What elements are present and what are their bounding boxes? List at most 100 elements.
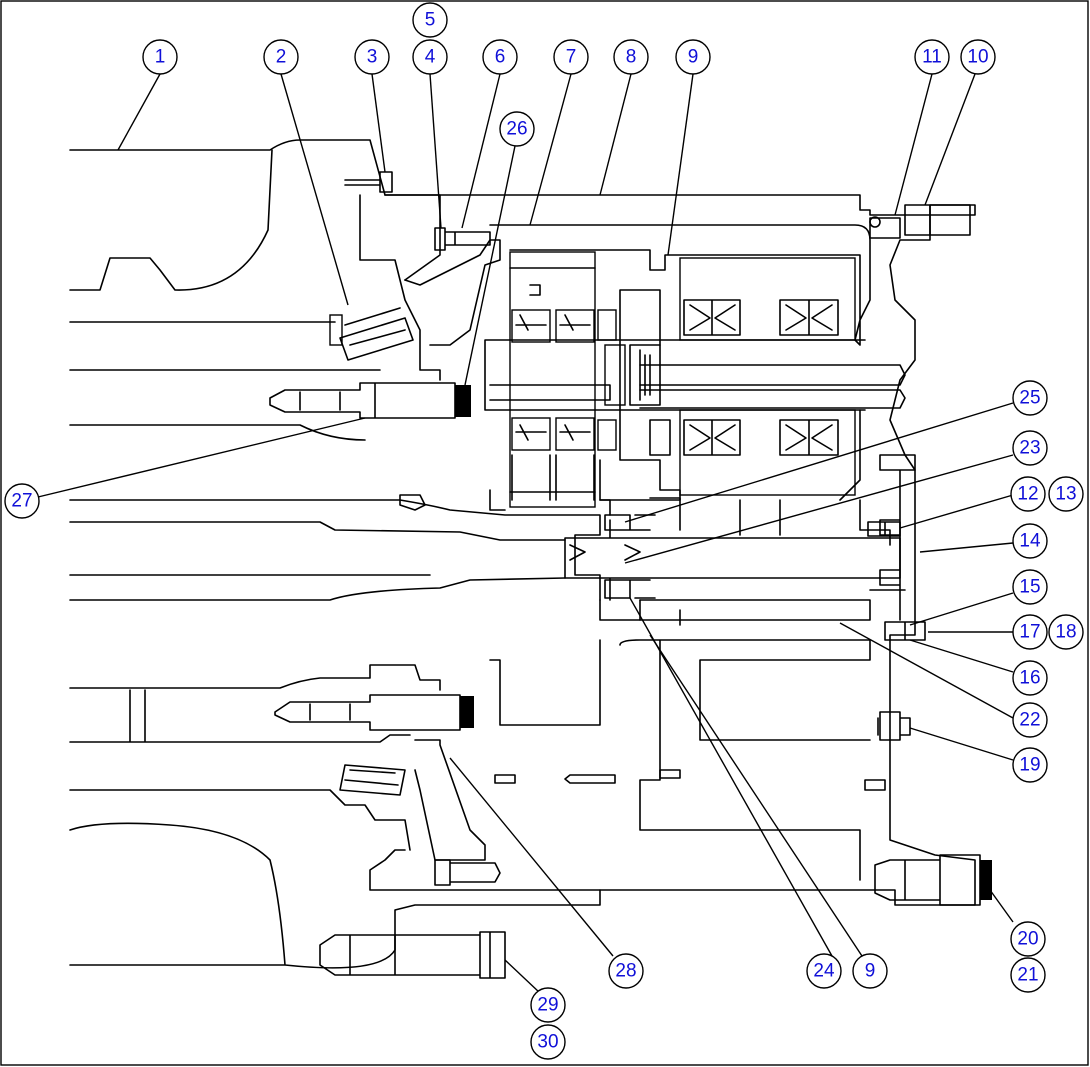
svg-text:10: 10 bbox=[967, 47, 988, 68]
callout-7[interactable]: 7 bbox=[553, 39, 589, 75]
svg-text:8: 8 bbox=[626, 47, 637, 68]
cover-plate-14 bbox=[869, 454, 916, 621]
svg-text:3: 3 bbox=[367, 47, 378, 68]
bolt-4 bbox=[434, 227, 491, 251]
svg-text:18: 18 bbox=[1055, 622, 1076, 643]
callout-9-bottom[interactable]: 9 bbox=[852, 953, 888, 989]
callouts: 1 2 3 4 5 6 7 8 9 9 10 11 12 13 14 15 16… bbox=[4, 2, 1084, 1060]
svg-text:12: 12 bbox=[1017, 484, 1038, 505]
svg-text:4: 4 bbox=[425, 47, 436, 68]
svg-text:23: 23 bbox=[1019, 438, 1040, 459]
svg-text:21: 21 bbox=[1017, 965, 1038, 986]
callout-1[interactable]: 1 bbox=[142, 39, 178, 75]
svg-text:16: 16 bbox=[1019, 668, 1040, 689]
planet-pin-shaft bbox=[484, 339, 906, 411]
svg-text:9: 9 bbox=[865, 961, 876, 982]
planet-gear-upper bbox=[509, 251, 617, 508]
svg-text:27: 27 bbox=[11, 491, 32, 512]
svg-text:14: 14 bbox=[1019, 531, 1041, 552]
bolt-20-21 bbox=[874, 854, 981, 906]
callout-4[interactable]: 4 bbox=[412, 39, 448, 75]
axle-shaft-lower bbox=[69, 574, 566, 601]
lower-housing-body bbox=[69, 822, 601, 969]
nut-26 bbox=[455, 385, 471, 417]
callout-19[interactable]: 19 bbox=[1012, 747, 1048, 783]
lower-spindle-wall bbox=[69, 739, 486, 861]
callout-23[interactable]: 23 bbox=[1012, 430, 1048, 466]
svg-text:6: 6 bbox=[495, 47, 506, 68]
wheel-stud-lower bbox=[274, 694, 461, 731]
bolt-28 bbox=[434, 859, 501, 886]
bearing-2-upper bbox=[339, 307, 414, 361]
bolt-10 bbox=[904, 204, 971, 236]
svg-text:11: 11 bbox=[922, 47, 942, 68]
svg-text:9: 9 bbox=[688, 47, 699, 68]
callout-22[interactable]: 22 bbox=[1012, 702, 1048, 738]
stud-3 bbox=[344, 171, 393, 193]
leader-lines bbox=[37, 73, 1014, 994]
housing-cover-8 bbox=[369, 194, 976, 906]
callout-8[interactable]: 8 bbox=[613, 39, 649, 75]
washer-11 bbox=[869, 217, 901, 239]
callout-27[interactable]: 27 bbox=[4, 483, 40, 519]
seal-11 bbox=[869, 216, 881, 228]
svg-text:20: 20 bbox=[1017, 929, 1038, 950]
nut-lower bbox=[460, 696, 474, 728]
callout-18[interactable]: 18 bbox=[1048, 614, 1084, 650]
housing-bore-22 bbox=[489, 639, 871, 881]
bolt-12-13 bbox=[867, 521, 901, 537]
svg-text:28: 28 bbox=[615, 961, 636, 982]
callout-26[interactable]: 26 bbox=[499, 111, 535, 147]
callout-11[interactable]: 11 bbox=[914, 39, 950, 75]
thrust-washer bbox=[599, 514, 656, 621]
plug-19 bbox=[877, 711, 911, 741]
spindle-upper-wall bbox=[359, 194, 501, 381]
lower-hub bbox=[69, 664, 441, 743]
callout-13[interactable]: 13 bbox=[1048, 476, 1084, 512]
wheel-stud-27-upper bbox=[269, 382, 456, 419]
callout-20[interactable]: 20 bbox=[1010, 921, 1046, 957]
callout-2[interactable]: 2 bbox=[263, 39, 299, 75]
callout-3[interactable]: 3 bbox=[354, 39, 390, 75]
center-plate bbox=[489, 459, 611, 516]
svg-text:25: 25 bbox=[1019, 388, 1040, 409]
svg-text:15: 15 bbox=[1019, 577, 1040, 598]
dowels bbox=[399, 494, 886, 791]
svg-text:19: 19 bbox=[1019, 755, 1040, 776]
callout-16[interactable]: 16 bbox=[1012, 660, 1048, 696]
svg-text:22: 22 bbox=[1019, 710, 1040, 731]
bearing-2-lower bbox=[339, 764, 406, 796]
callout-29[interactable]: 29 bbox=[530, 987, 566, 1023]
axle-shaft-upper bbox=[69, 499, 601, 601]
callout-24[interactable]: 24 bbox=[806, 953, 842, 989]
callout-17[interactable]: 17 bbox=[1012, 614, 1048, 650]
callout-12[interactable]: 12 bbox=[1010, 476, 1046, 512]
callout-14[interactable]: 14 bbox=[1012, 523, 1048, 559]
svg-text:1: 1 bbox=[155, 47, 166, 68]
bolt-15-18 bbox=[884, 621, 926, 641]
pin-cap bbox=[604, 344, 626, 406]
callout-5[interactable]: 5 bbox=[412, 2, 448, 38]
callout-30[interactable]: 30 bbox=[530, 1024, 566, 1060]
callout-21[interactable]: 21 bbox=[1010, 957, 1046, 993]
svg-text:7: 7 bbox=[566, 47, 577, 68]
svg-text:29: 29 bbox=[537, 995, 558, 1016]
callout-6[interactable]: 6 bbox=[482, 39, 518, 75]
callout-9-top[interactable]: 9 bbox=[675, 39, 711, 75]
bearing-2-upper-face bbox=[329, 314, 343, 346]
upper-housing-lines bbox=[69, 321, 381, 441]
svg-text:24: 24 bbox=[813, 961, 835, 982]
planet-bearings-right bbox=[679, 257, 856, 496]
callout-28[interactable]: 28 bbox=[608, 953, 644, 989]
svg-text:2: 2 bbox=[276, 47, 287, 68]
svg-text:17: 17 bbox=[1019, 622, 1040, 643]
planet-pin-head bbox=[629, 344, 661, 406]
sun-gear-23 bbox=[564, 519, 901, 601]
svg-text:13: 13 bbox=[1055, 484, 1076, 505]
bolt-29-30 bbox=[319, 931, 506, 979]
callout-10[interactable]: 10 bbox=[960, 39, 996, 75]
callout-15[interactable]: 15 bbox=[1012, 569, 1048, 605]
callout-25[interactable]: 25 bbox=[1012, 380, 1048, 416]
